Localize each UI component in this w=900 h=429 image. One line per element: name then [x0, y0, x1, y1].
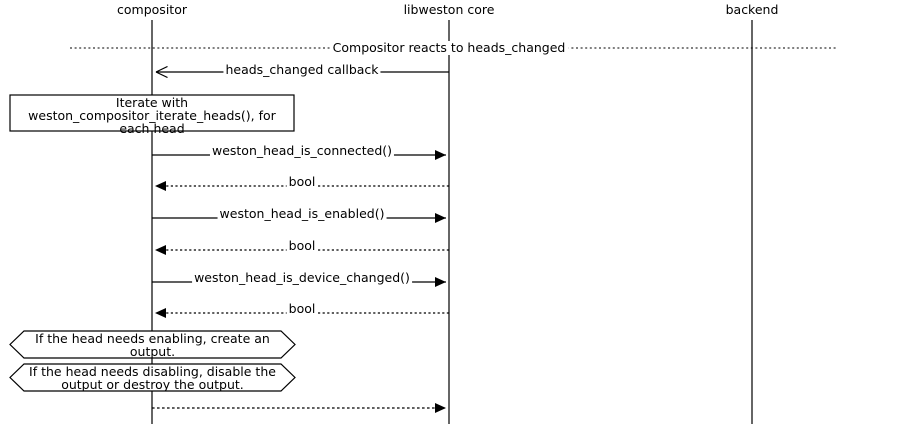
iterate-note-line-3: each head [119, 121, 185, 136]
message-label-bool-return-2: bool [286, 238, 318, 253]
condition-disable-head-text: If the head needs disabling, disable the… [18, 365, 287, 391]
iterate-note-text: Iterate with weston_compositor_iterate_h… [12, 96, 292, 135]
condition-enable-head-hexagon [9, 330, 296, 359]
condition-shapes [9, 330, 296, 392]
message-label-bool-return-3: bool [286, 301, 318, 316]
message-label-heads-changed-callback: heads_changed callback [223, 62, 381, 77]
condition-enable-head-text: If the head needs enabling, create an ou… [18, 332, 287, 358]
iterate-note-line-2: weston_compositor_iterate_heads(), for [28, 108, 276, 123]
iterate-note-shape [9, 94, 295, 132]
iterate-note-rect [9, 94, 295, 132]
iterate-note-line-1: Iterate with [115, 95, 189, 110]
participant-label-backend[interactable]: backend [725, 2, 779, 17]
condition-disable-head-hexagon [9, 363, 296, 392]
message-label-weston-head-is-enabled: weston_head_is_enabled() [217, 206, 387, 221]
participant-label-libweston-core[interactable]: libweston core [403, 2, 495, 17]
message-label-weston-head-is-device-changed: weston_head_is_device_changed() [192, 270, 412, 285]
condition-enable-head-line-1: If the head needs enabling, create an [35, 331, 270, 346]
condition-disable-head-line-1: If the head needs disabling, disable the [29, 364, 276, 379]
participant-label-compositor[interactable]: compositor [117, 2, 187, 17]
message-label-weston-head-is-connected: weston_head_is_connected() [209, 143, 395, 158]
message-label-bool-return-1: bool [286, 174, 318, 189]
condition-enable-head-line-2: output. [129, 344, 176, 359]
divider-label: Compositor reacts to heads_changed [329, 41, 569, 55]
condition-disable-head-line-2: output or destroy the output. [61, 377, 244, 392]
